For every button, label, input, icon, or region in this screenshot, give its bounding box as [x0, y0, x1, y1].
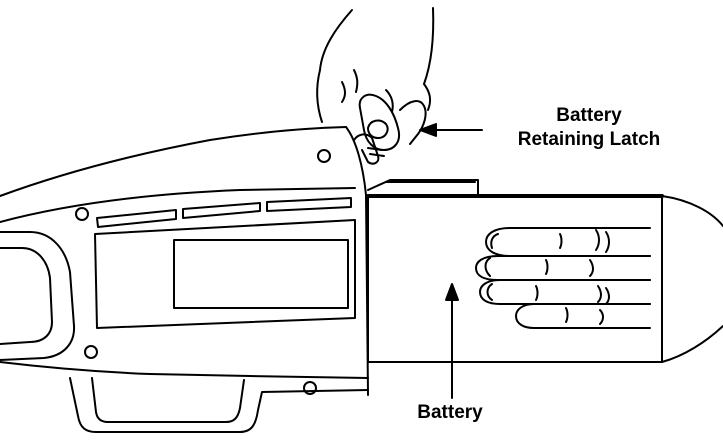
latch-label-line1: Battery [556, 105, 622, 126]
battery-arrowhead [445, 283, 459, 301]
battery-label: Battery [417, 402, 483, 423]
screw-top-right [317, 149, 331, 163]
bottom-foot [69, 377, 369, 433]
display-window [94, 219, 356, 329]
leader-arrows [419, 123, 483, 399]
battery-pack [366, 179, 664, 363]
latch-callout: Battery Retaining Latch [484, 104, 694, 152]
screw-bottom-right [303, 381, 317, 395]
screw-top-left [75, 207, 89, 221]
handle-grip [0, 231, 76, 361]
instrument-body [0, 126, 369, 396]
upper-hand [316, 7, 435, 151]
latch-arrowhead [419, 123, 437, 137]
display-screen [173, 239, 349, 309]
screw-bottom-left [84, 345, 98, 359]
latch-label-line2: Retaining Latch [517, 129, 661, 150]
right-hand [475, 195, 723, 363]
keypad-strips [96, 197, 352, 228]
